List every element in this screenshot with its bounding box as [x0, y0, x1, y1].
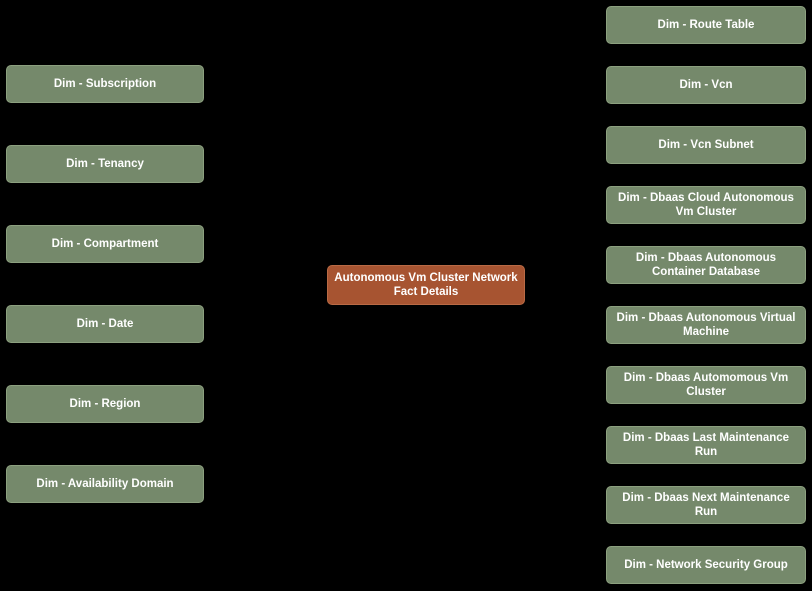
dimension-node-label: Dim - Tenancy [66, 158, 144, 170]
dimension-node-label: Dim - Dbaas Autonomous Virtual Machine [616, 312, 796, 338]
dimension-node-left-0[interactable]: Dim - Subscription [6, 65, 204, 103]
dimension-node-label: Dim - Dbaas Automomous Vm Cluster [623, 372, 789, 398]
dimension-node-left-5[interactable]: Dim - Availability Domain [6, 465, 204, 503]
dimension-node-label: Dim - Route Table [657, 19, 755, 31]
dimension-node-label: Dim - Network Security Group [624, 559, 788, 571]
dimension-node-right-8[interactable]: Dim - Dbaas Next Maintenance Run [606, 486, 806, 524]
dimension-node-label: Dim - Dbaas Next Maintenance Run [622, 492, 790, 518]
dimension-node-right-6[interactable]: Dim - Dbaas Automomous Vm Cluster [606, 366, 806, 404]
dimension-node-label: Dim - Subscription [53, 78, 157, 90]
dimension-node-right-2[interactable]: Dim - Vcn Subnet [606, 126, 806, 164]
dimension-node-label: Dim - Date [76, 318, 134, 330]
dimension-node-right-1[interactable]: Dim - Vcn [606, 66, 806, 104]
dimension-node-label: Dim - Compartment [51, 238, 159, 250]
dimension-node-left-4[interactable]: Dim - Region [6, 385, 204, 423]
fact-node-label: Autonomous Vm Cluster Network Fact Detai… [334, 272, 518, 298]
dimension-node-label: Dim - Dbaas Cloud Autonomous Vm Cluster [618, 192, 794, 218]
dimension-node-label: Dim - Vcn [679, 79, 733, 91]
dimension-node-label: Dim - Dbaas Last Maintenance Run [622, 432, 790, 458]
dimension-node-right-9[interactable]: Dim - Network Security Group [606, 546, 806, 584]
dimension-node-label: Dim - Availability Domain [36, 478, 174, 490]
fact-node[interactable]: Autonomous Vm Cluster Network Fact Detai… [327, 265, 525, 305]
dimension-node-left-1[interactable]: Dim - Tenancy [6, 145, 204, 183]
dimension-node-label: Dim - Vcn Subnet [658, 139, 754, 151]
dimension-node-label: Dim - Dbaas Autonomous Container Databas… [635, 252, 777, 278]
dimension-node-right-5[interactable]: Dim - Dbaas Autonomous Virtual Machine [606, 306, 806, 344]
dimension-node-right-7[interactable]: Dim - Dbaas Last Maintenance Run [606, 426, 806, 464]
dimension-node-left-2[interactable]: Dim - Compartment [6, 225, 204, 263]
dimension-node-right-0[interactable]: Dim - Route Table [606, 6, 806, 44]
dimension-node-label: Dim - Region [69, 398, 141, 410]
dimension-node-left-3[interactable]: Dim - Date [6, 305, 204, 343]
dimension-node-right-3[interactable]: Dim - Dbaas Cloud Autonomous Vm Cluster [606, 186, 806, 224]
dimension-node-right-4[interactable]: Dim - Dbaas Autonomous Container Databas… [606, 246, 806, 284]
